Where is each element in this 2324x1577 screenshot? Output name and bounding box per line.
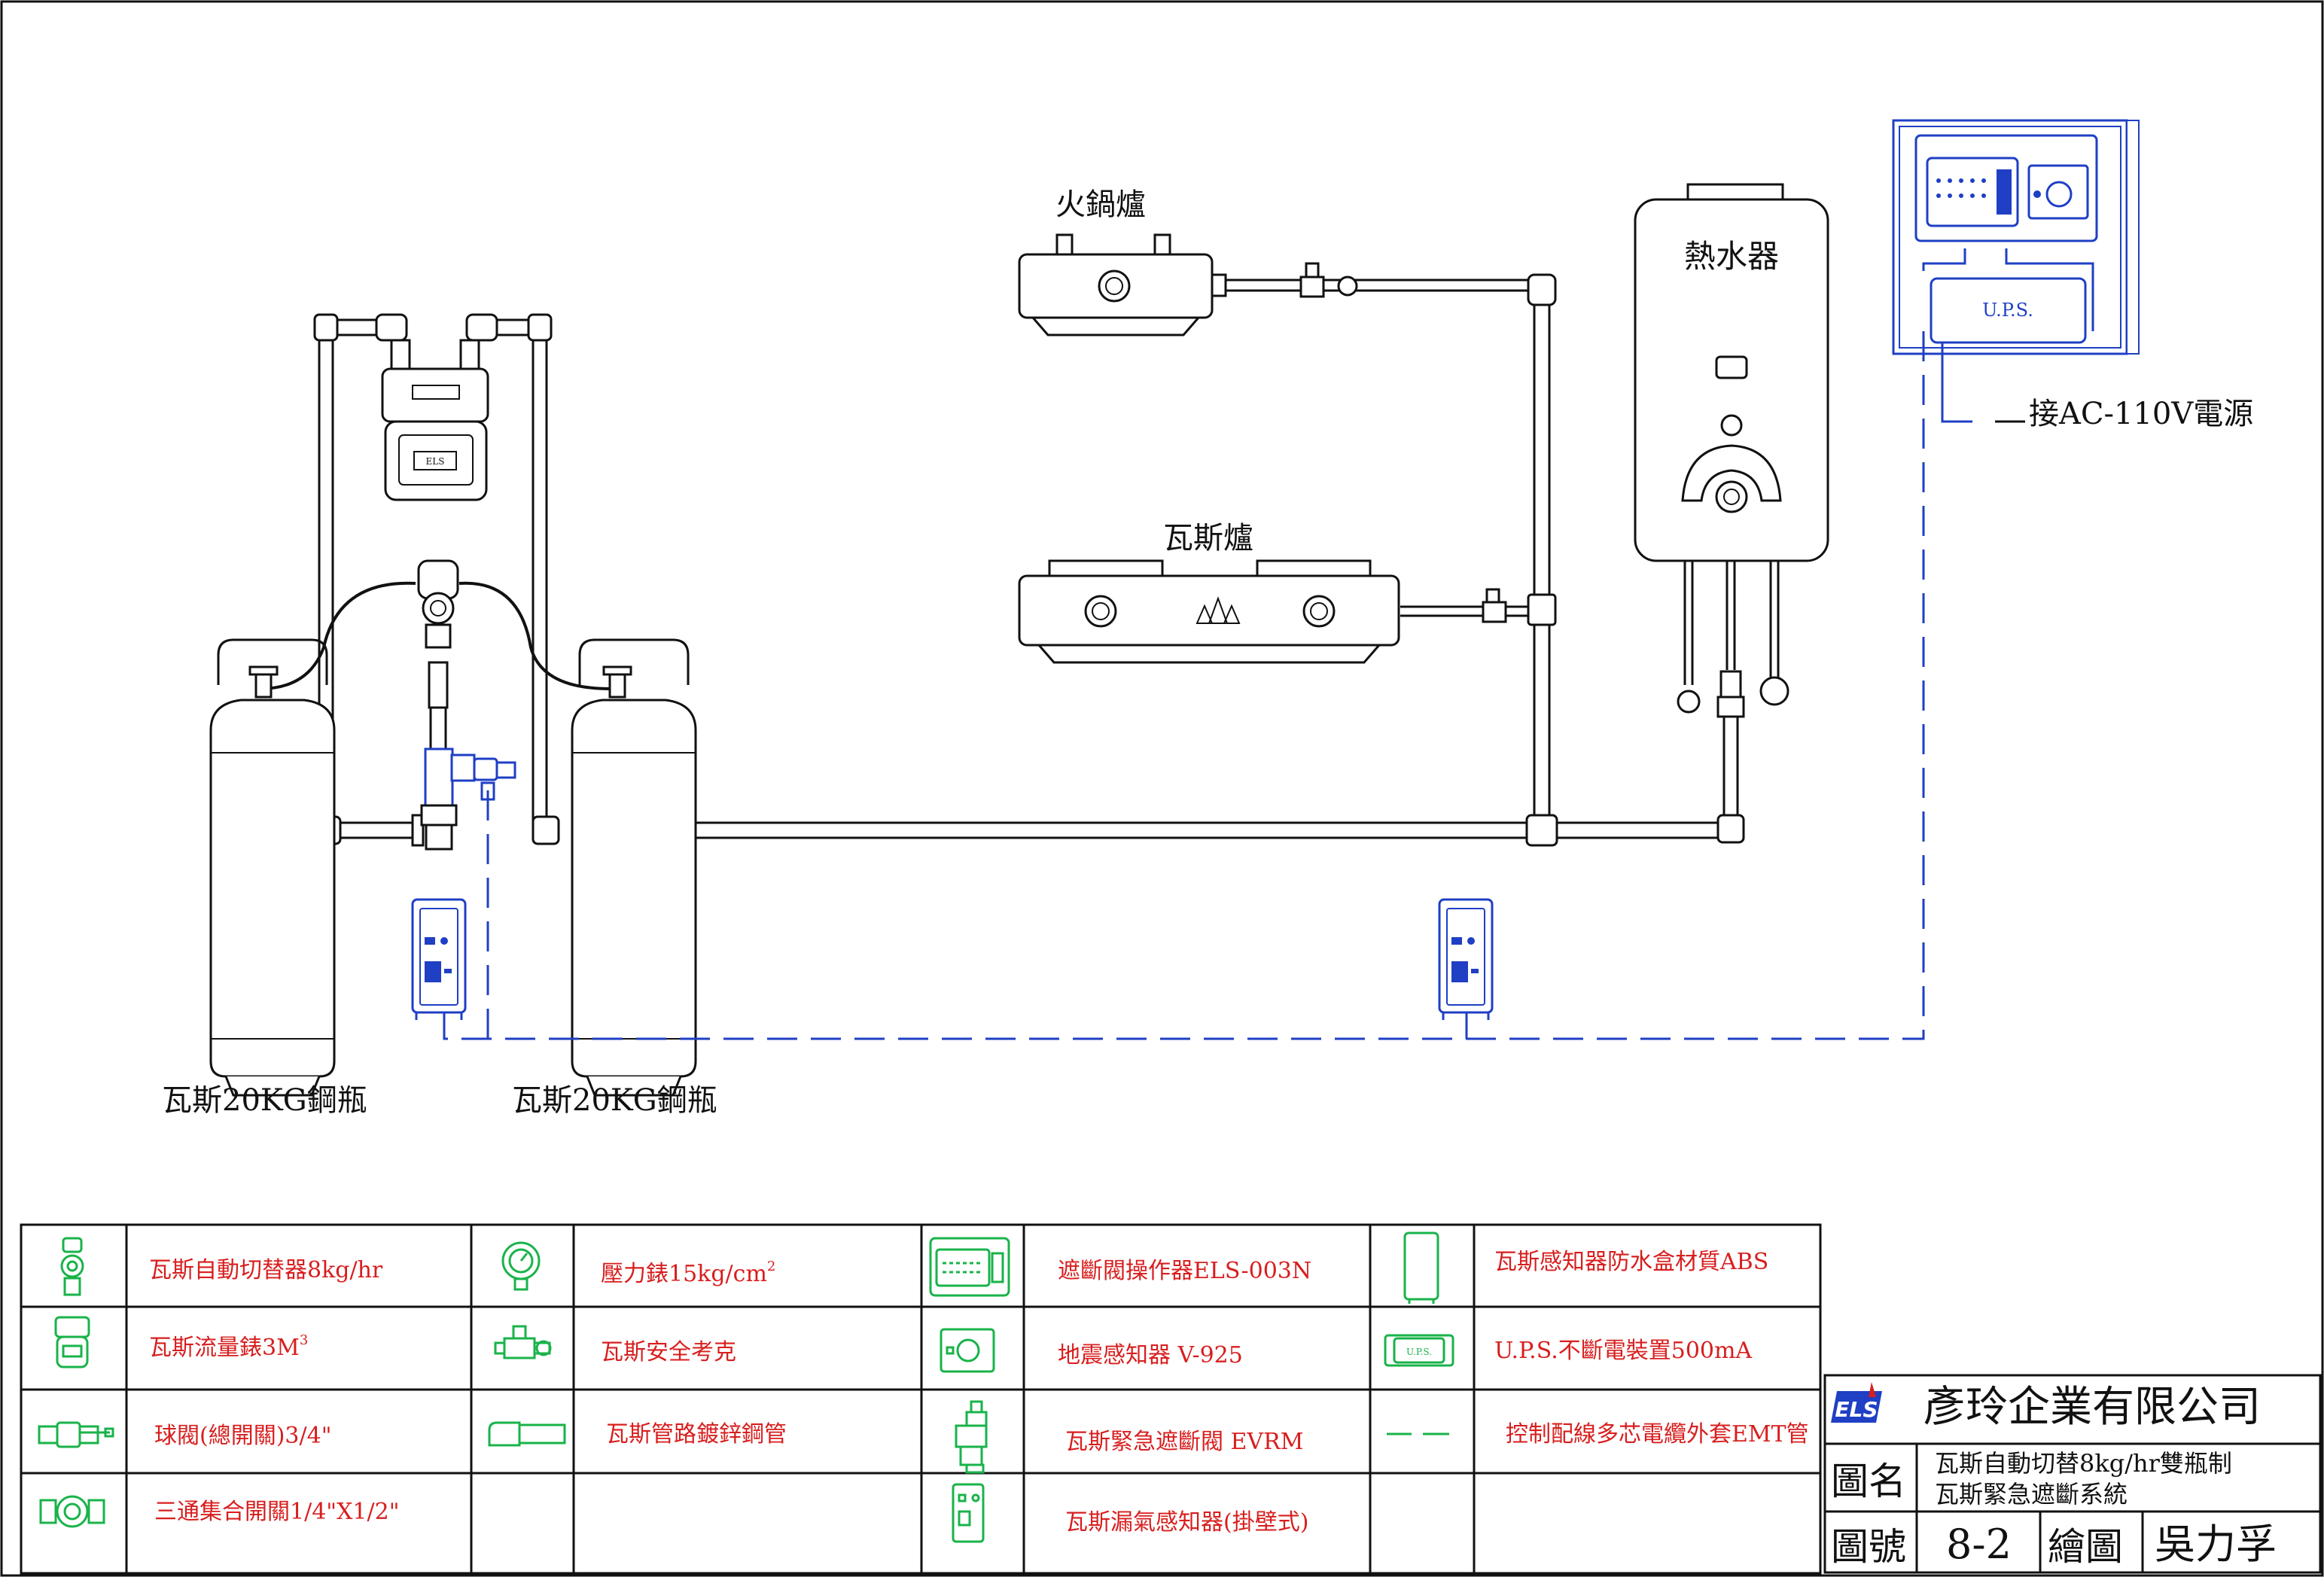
auto-switch-icon xyxy=(60,1237,84,1296)
legend-text-gauge-main: 壓力錶15kg/cm xyxy=(601,1261,767,1287)
gas-leak-detector-left xyxy=(411,898,467,1021)
ball-valve-icon xyxy=(38,1421,114,1448)
drawn-by: 吳力孚 xyxy=(2155,1521,2277,1568)
title-block xyxy=(1823,1374,2322,1574)
drawing-no-label: 圖號 xyxy=(1831,1525,1906,1569)
legend-text: 地震感知器 V-925 xyxy=(1058,1342,1243,1368)
drawing-no: 8-2 xyxy=(1946,1521,2012,1568)
galvanized-pipe-icon xyxy=(488,1421,566,1447)
cylinder-left-label: 瓦斯20KG鋼瓶 xyxy=(162,1083,367,1118)
company-name: 彥玲企業有限公司 xyxy=(1923,1383,2261,1432)
ups-icon-text: U.P.S. xyxy=(1406,1347,1432,1357)
legend-text-gauge: 壓力錶15kg/cm2 xyxy=(601,1259,775,1287)
company-logo: ELS xyxy=(1831,1382,1882,1423)
meter-mark: ELS xyxy=(426,456,445,467)
valve-controller-icon xyxy=(929,1237,1010,1297)
gas-stove-label: 瓦斯爐 xyxy=(1163,521,1253,556)
legend-text-gauge-sup: 2 xyxy=(767,1259,775,1274)
water-heater-label: 熱水器 xyxy=(1684,238,1779,275)
drawing-name-line1: 瓦斯自動切替8kg/hr雙瓶制 xyxy=(1935,1449,2232,1478)
legend-text: U.P.S.不斷電裝置500mA xyxy=(1494,1338,1752,1364)
legend-text-meter-sup: 3 xyxy=(300,1332,308,1348)
safety-cock-icon xyxy=(494,1325,552,1359)
gas-meter-icon xyxy=(54,1316,90,1368)
cylinder-right-label: 瓦斯20KG鋼瓶 xyxy=(512,1083,717,1118)
gas-leak-detector-right xyxy=(1438,898,1494,1021)
legend-text-meter: 瓦斯流量錶3M3 xyxy=(149,1332,308,1361)
power-source-label: 接AC-110V電源 xyxy=(2029,397,2253,431)
drawn-by-label: 繪圖 xyxy=(2048,1525,2123,1569)
legend-text: 三通集合開關1/4"X1/2" xyxy=(154,1499,400,1525)
drawing-name-line2: 瓦斯緊急遮斷系統 xyxy=(1935,1480,2128,1509)
water-heater xyxy=(1634,183,1829,718)
gas-stove xyxy=(1018,559,1507,664)
legend-text: 球閥(總開關)3/4" xyxy=(154,1423,332,1449)
legend-text: 瓦斯管路鍍鋅鋼管 xyxy=(606,1421,787,1448)
sensor-box-icon xyxy=(1403,1231,1439,1304)
control-wiring xyxy=(443,331,1925,1040)
legend-table xyxy=(20,1223,1822,1575)
legend-text: 遮斷閥操作器ELS-003N xyxy=(1058,1258,1311,1284)
ups-label: U.P.S. xyxy=(1982,300,2033,321)
valve-controller-panel: U.P.S. xyxy=(1892,119,2140,355)
cylinder-left xyxy=(209,638,336,1097)
drawing-name-label: 圖名 xyxy=(1831,1460,1906,1503)
gas-meter: ELS xyxy=(381,339,489,501)
legend-text: 瓦斯漏氣感知器(掛壁式) xyxy=(1065,1509,1308,1536)
legend-text: 瓦斯安全考克 xyxy=(601,1339,736,1365)
company-logo-text: ELS xyxy=(1835,1397,1878,1422)
legend-text-meter-main: 瓦斯流量錶3M xyxy=(149,1335,300,1361)
auto-switch-regulator xyxy=(259,559,611,751)
hotpot-stove-label: 火鍋爐 xyxy=(1055,187,1146,222)
ups-icon: U.P.S. xyxy=(1384,1334,1454,1367)
legend-text: 瓦斯自動切替器8kg/hr xyxy=(149,1257,383,1283)
emergency-valve-icon xyxy=(955,1400,988,1474)
pressure-gauge-icon xyxy=(501,1241,541,1291)
legend-text: 瓦斯感知器防水盒材質ABS xyxy=(1494,1249,1768,1275)
cylinder-right xyxy=(571,638,697,1097)
emergency-shutoff-valve xyxy=(420,747,516,851)
hotpot-stove xyxy=(1018,233,1358,336)
gas-leak-detector-icon xyxy=(952,1483,985,1543)
legend-text: 控制配線多芯電纜外套EMT管 xyxy=(1506,1421,1809,1448)
legend-text: 瓦斯緊急遮斷閥 EVRM xyxy=(1065,1429,1303,1455)
seismic-sensor-icon xyxy=(940,1328,995,1373)
manifold-switch-icon xyxy=(39,1495,105,1528)
